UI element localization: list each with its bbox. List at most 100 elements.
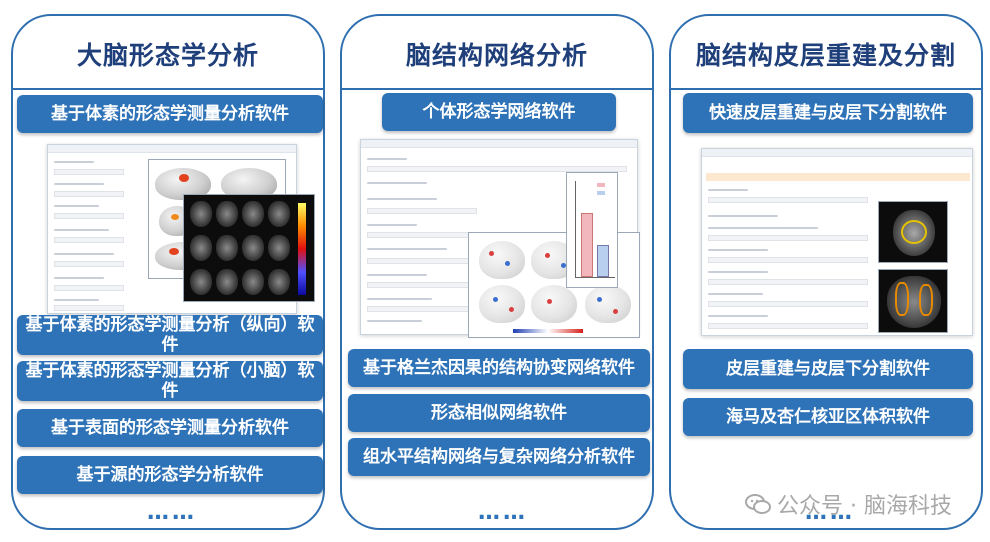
network-node	[509, 307, 514, 312]
panel-brain-morphology: 大脑形态学分析 基于体素的形态学测量分析软件	[11, 14, 325, 530]
panel-cortical-reconstruction: 脑结构皮层重建及分割 快速皮层重建与皮层下分割软件 皮层重建与皮层下分割软件 海…	[669, 14, 983, 530]
more-ellipsis: ……	[147, 500, 197, 525]
network-node	[613, 309, 618, 314]
brain-glass	[479, 285, 525, 323]
software-hippocampus-amygdala-button[interactable]: 海马及杏仁核亚区体积软件	[683, 398, 973, 436]
panel-divider	[671, 88, 981, 90]
brain-glass	[531, 285, 577, 323]
brain-glass	[585, 285, 631, 323]
form-line	[54, 253, 114, 255]
brain-slice	[216, 269, 238, 295]
software-morphological-similarity-button[interactable]: 形态相似网络软件	[348, 394, 650, 432]
brain-slice	[268, 235, 290, 261]
form-field	[367, 208, 477, 214]
network-node	[561, 263, 566, 268]
form-field	[54, 213, 124, 219]
form-line	[708, 227, 818, 229]
form-line	[708, 189, 748, 191]
network-node	[493, 297, 498, 302]
mri-slice-bottom	[878, 269, 948, 333]
form-field	[708, 235, 868, 241]
form-line	[367, 320, 422, 322]
form-line	[54, 277, 104, 279]
form-field	[54, 191, 124, 197]
brain-slice	[242, 235, 264, 261]
bar-plot-figure	[566, 172, 618, 288]
software-vbm-cerebellum-button[interactable]: 基于体素的形态学测量分析（小脑）软件	[17, 361, 323, 401]
colorbar	[298, 203, 306, 295]
form-field	[367, 258, 477, 264]
form-field	[708, 279, 868, 285]
slice-montage-figure	[183, 194, 315, 302]
screenshot-toolbar	[361, 140, 637, 148]
reconstruction-screenshot	[701, 148, 973, 336]
software-source-morphometry-button[interactable]: 基于源的形态学分析软件	[17, 456, 323, 494]
panel-divider	[342, 88, 652, 90]
software-reconstruction-button[interactable]: 皮层重建与皮层下分割软件	[683, 349, 973, 389]
form-field	[708, 301, 868, 307]
form-line	[708, 249, 768, 251]
form-line	[54, 205, 99, 207]
form-line	[367, 274, 427, 276]
brain-slice	[268, 269, 290, 295]
software-group-network-button[interactable]: 组水平结构网络与复杂网络分析软件	[348, 438, 650, 476]
activation-blob	[169, 248, 179, 255]
panel-divider	[13, 88, 323, 90]
form-line	[367, 182, 427, 184]
legend-blue	[597, 191, 605, 195]
form-field	[54, 169, 124, 175]
bar-blue	[597, 245, 609, 277]
network-node	[597, 297, 602, 302]
form-field	[54, 285, 124, 291]
software-sbm-button[interactable]: 基于表面的形态学测量分析软件	[17, 409, 323, 447]
form-field	[367, 306, 477, 312]
plot-axis	[575, 181, 576, 277]
segmentation-outline	[895, 282, 909, 316]
network-node	[489, 251, 494, 256]
form-field	[708, 323, 868, 329]
brain-slice	[216, 201, 238, 227]
software-fast-reconstruction-button[interactable]: 快速皮层重建与皮层下分割软件	[683, 93, 973, 133]
network-node	[505, 261, 510, 266]
bar-red	[581, 213, 593, 277]
form-field	[708, 197, 868, 203]
form-line	[54, 183, 104, 185]
network-node	[547, 299, 552, 304]
software-individual-network-button[interactable]: 个体形态学网络软件	[382, 93, 616, 131]
form-field	[367, 232, 477, 238]
brain-slice	[242, 201, 264, 227]
panel-title: 脑结构网络分析	[405, 41, 588, 70]
form-line	[708, 215, 778, 217]
more-ellipsis: ……	[805, 500, 855, 525]
brain-slice	[268, 201, 290, 227]
form-field	[708, 257, 868, 263]
form-field	[367, 166, 627, 172]
screenshot-toolbar	[48, 145, 296, 153]
form-line	[367, 298, 432, 300]
form-line	[708, 293, 763, 295]
brain-slice	[216, 235, 238, 261]
brain-glass	[479, 241, 525, 279]
colorbar	[513, 329, 583, 333]
software-vbm-button[interactable]: 基于体素的形态学测量分析软件	[17, 95, 323, 133]
form-line	[367, 248, 447, 250]
mri-slice-top	[878, 201, 948, 263]
activation-blob	[179, 174, 189, 182]
software-granger-network-button[interactable]: 基于格兰杰因果的结构协变网络软件	[348, 349, 650, 387]
warning-banner	[706, 173, 970, 181]
software-vbm-longitudinal-button[interactable]: 基于体素的形态学测量分析（纵向）软件	[17, 315, 323, 355]
panel-title: 脑结构皮层重建及分割	[695, 41, 956, 70]
panel-structural-network: 脑结构网络分析 个体形态学网络软件	[340, 14, 654, 530]
brain-slice	[190, 235, 212, 261]
wechat-icon	[745, 493, 772, 515]
form-field	[367, 282, 477, 288]
segmentation-outline	[919, 284, 933, 316]
form-line	[54, 161, 94, 163]
form-line	[367, 224, 417, 226]
form-line	[54, 299, 99, 301]
form-field	[54, 261, 124, 267]
legend-red	[597, 183, 605, 187]
form-line	[708, 315, 768, 317]
panel-title: 大脑形态学分析	[76, 41, 259, 70]
form-line	[54, 229, 109, 231]
